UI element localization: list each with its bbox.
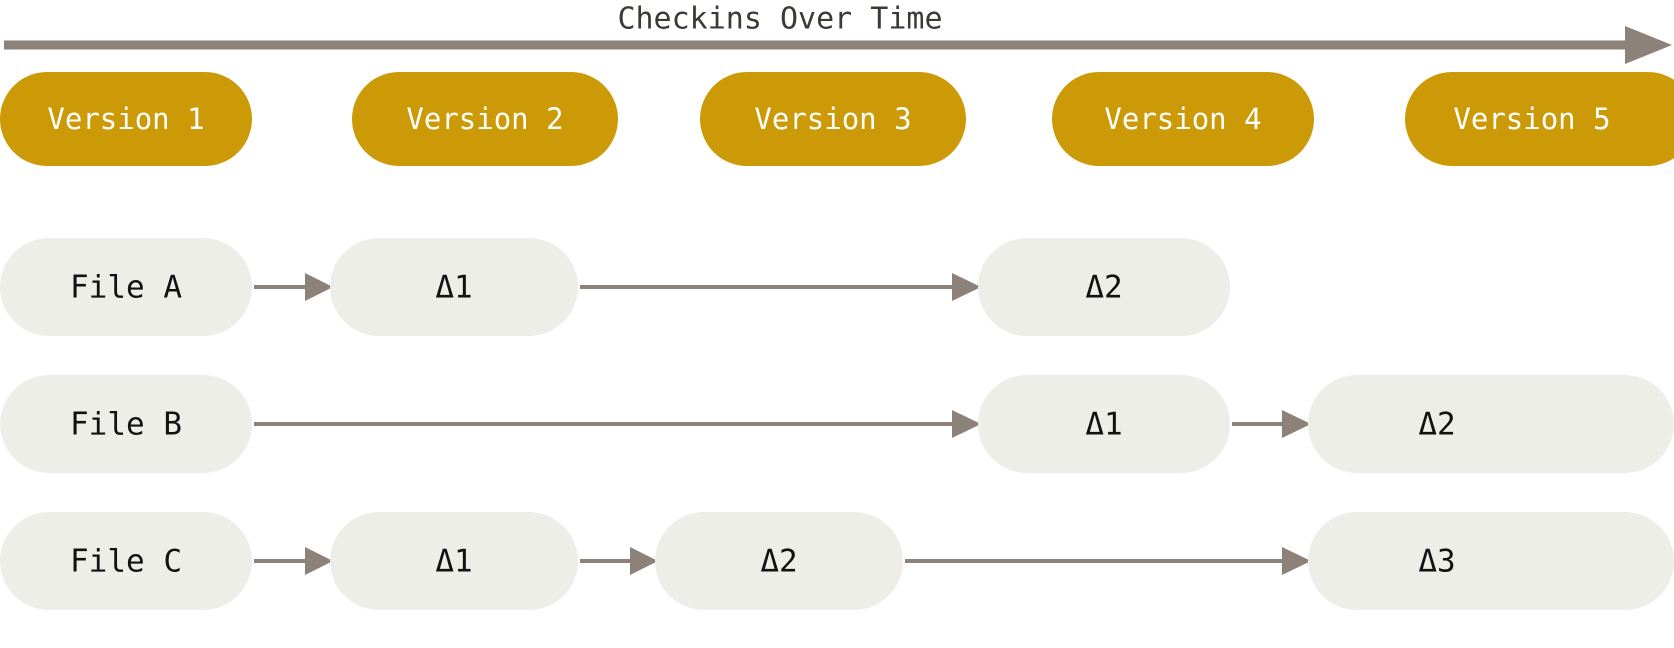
node-file-c-d3-shape[interactable] [1308,512,1674,610]
node-file-b-d2[interactable]: Δ2 [1308,375,1674,473]
node-file-a-shape[interactable] [0,238,252,336]
file-row-b: File B Δ1 Δ2 [0,375,1674,473]
edge-file-c-2 [580,547,658,575]
edge-file-c-2-arrow-icon [630,547,658,575]
version-pill-5-label: Version 5 [1453,102,1610,136]
time-axis [4,26,1672,64]
version-pill-4[interactable]: Version 4 [1052,72,1314,166]
node-file-a-d1-label: Δ1 [435,270,472,306]
page-title: Checkins Over Time [617,2,942,37]
edge-file-c-3-arrow-icon [1282,547,1311,575]
node-file-c-d1[interactable]: Δ1 [330,512,578,610]
node-file-c-d3-label: Δ3 [1418,544,1455,580]
version-pill-2[interactable]: Version 2 [352,72,618,166]
file-row-a: File A Δ1 Δ2 [0,238,1230,336]
node-file-a-d2-shape[interactable] [978,238,1230,336]
node-file-c[interactable]: File C [0,512,252,610]
version-pill-1[interactable]: Version 1 [0,72,252,166]
node-file-c-d1-shape[interactable] [330,512,578,610]
node-file-a[interactable]: File A [0,238,252,336]
edge-file-c-3 [905,547,1311,575]
node-file-c-d3[interactable]: Δ3 [1308,512,1674,610]
version-pill-3-shape[interactable] [700,72,966,166]
node-file-b-d1-shape[interactable] [978,375,1230,473]
version-pill-1-shape[interactable] [0,72,252,166]
version-pill-3[interactable]: Version 3 [700,72,966,166]
version-pill-3-label: Version 3 [754,102,911,136]
edge-file-a-2-arrow-icon [952,273,981,301]
version-pill-2-shape[interactable] [352,72,618,166]
edge-file-c-1-arrow-icon [305,547,333,575]
edge-file-b-2-arrow-icon [1282,410,1311,438]
node-file-b-d1[interactable]: Δ1 [978,375,1230,473]
version-pill-4-label: Version 4 [1104,102,1261,136]
edge-file-b-2 [1232,410,1311,438]
node-file-b[interactable]: File B [0,375,252,473]
node-file-b-d2-label: Δ2 [1418,407,1455,443]
node-file-c-d2-shape[interactable] [655,512,903,610]
edge-file-a-1-arrow-icon [305,273,333,301]
time-axis-arrow-icon [1625,26,1672,64]
version-pill-5[interactable]: Version 5 [1405,72,1674,166]
edge-file-a-2 [580,273,981,301]
edge-file-b-1-arrow-icon [952,410,981,438]
node-file-a-label: File A [70,270,182,306]
node-file-b-d1-label: Δ1 [1085,407,1122,443]
edge-file-a-1 [254,273,333,301]
node-file-c-label: File C [70,544,182,580]
edge-file-b-1 [254,410,981,438]
node-file-b-label: File B [70,407,182,443]
version-pill-5-shape[interactable] [1405,72,1674,166]
node-file-a-d2[interactable]: Δ2 [978,238,1230,336]
node-file-c-d2[interactable]: Δ2 [655,512,903,610]
edge-file-c-1 [254,547,333,575]
node-file-a-d2-label: Δ2 [1085,270,1122,306]
node-file-c-d2-label: Δ2 [760,544,797,580]
version-pill-row: Version 1 Version 2 Version 3 Version 4 … [0,72,1674,166]
node-file-c-d1-label: Δ1 [435,544,472,580]
node-file-b-shape[interactable] [0,375,252,473]
file-row-c: File C Δ1 Δ2 [0,512,1674,610]
node-file-c-shape[interactable] [0,512,252,610]
node-file-b-d2-shape[interactable] [1308,375,1674,473]
version-pill-1-label: Version 1 [47,102,204,136]
version-pill-4-shape[interactable] [1052,72,1314,166]
node-file-a-d1[interactable]: Δ1 [330,238,578,336]
node-file-a-d1-shape[interactable] [330,238,578,336]
version-pill-2-label: Version 2 [406,102,563,136]
